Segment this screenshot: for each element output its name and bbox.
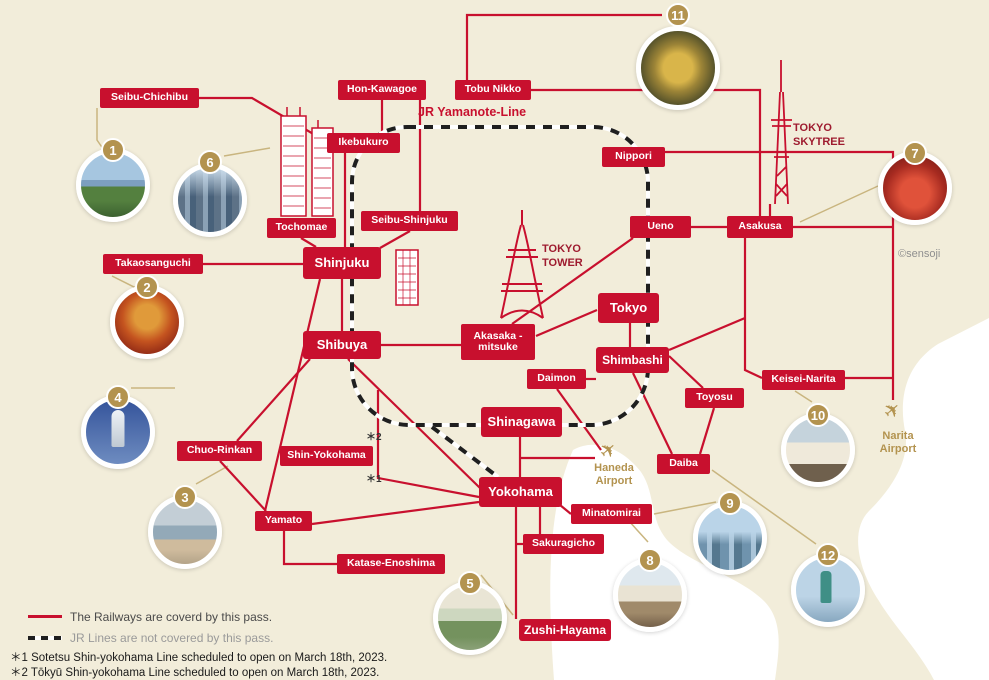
legend-row-covered: The Railways are coverd by this pass. (28, 606, 273, 627)
station-chuo-rinkan: Chuo-Rinkan (177, 441, 262, 461)
tokyo-tower-label: TOKYO TOWER (542, 243, 583, 269)
station-ueno: Ueno (630, 216, 691, 238)
station-zushi-hayama: Zushi-Hayama (519, 619, 611, 641)
station-shimbashi: Shimbashi (596, 347, 669, 373)
station-nippori: Nippori (602, 147, 665, 167)
photo-badge-8: 8 (638, 548, 662, 572)
photo-badge-7: 7 (903, 141, 927, 165)
legend-covered-text: The Railways are coverd by this pass. (70, 609, 273, 624)
station-toyosu: Toyosu (685, 388, 744, 408)
station-tokyo: Tokyo (598, 293, 659, 323)
note-marker-1: ＊1 (366, 474, 382, 485)
photo-shrine-gate (636, 26, 720, 110)
station-seibu-shinjuku: Seibu-Shinjuku (361, 211, 458, 231)
tokyo-skytree-icon (771, 60, 792, 205)
jr-line-sample (28, 635, 62, 640)
station-asakusa: Asakusa (727, 216, 793, 238)
haneda-airport-label: Haneda Airport (594, 462, 634, 487)
photo-badge-4: 4 (106, 385, 130, 409)
station-shinjuku: Shinjuku (303, 247, 381, 279)
shinjuku-skyscraper-icons (280, 107, 419, 306)
station-daimon: Daimon (527, 369, 586, 389)
station-keisei-narita: Keisei-Narita (762, 370, 845, 390)
station-ikebukuro: Ikebukuro (327, 133, 400, 153)
covered-line-sample (28, 615, 62, 618)
photo-badge-12: 12 (816, 543, 840, 567)
covered-railway-lines (199, 13, 895, 619)
footnote-1: ＊1 Sotetsu Shin-yokohama Line scheduled … (10, 652, 388, 664)
tokyo-tower-icon (500, 210, 544, 319)
photo-badge-5: 5 (458, 571, 482, 595)
photo-skyscrapers (173, 163, 247, 237)
photo-badge-3: 3 (173, 485, 197, 509)
station-yokohama: Yokohama (479, 477, 562, 507)
tokyo-skytree-label: TOKYO SKYTREE (793, 122, 845, 148)
station-takaosanguchi: Takaosanguchi (103, 254, 203, 274)
photo-badge-6: 6 (198, 150, 222, 174)
station-hon-kawagoe: Hon-Kawagoe (338, 80, 426, 100)
photo-badge-2: 2 (135, 275, 159, 299)
station-tochomae: Tochomae (267, 218, 336, 238)
photo-badge-9: 9 (718, 491, 742, 515)
legend-row-jr: JR Lines are not covered by this pass. (28, 627, 273, 648)
photo-badge-11: 11 (666, 3, 690, 27)
legend: The Railways are coverd by this pass. JR… (28, 606, 273, 648)
station-seibu-chichibu: Seibu-Chichibu (100, 88, 199, 108)
station-tobu-nikko: Tobu Nikko (455, 80, 531, 100)
pacific-ocean-shape (858, 318, 989, 680)
photo-badge-1: 1 (101, 138, 125, 162)
legend-jr-text: JR Lines are not covered by this pass. (70, 630, 274, 645)
station-akasaka-mitsuke: Akasaka -mitsuke (461, 324, 535, 360)
note-marker-2: ＊2 (366, 432, 382, 443)
station-sakuragicho: Sakuragicho (523, 534, 604, 554)
station-katase-enoshima: Katase-Enoshima (337, 554, 445, 574)
footnote-2: ＊2 Tōkyū Shin-yokohama Line scheduled to… (10, 667, 380, 679)
sensoji-credit-label: ©sensoji (898, 248, 941, 260)
photo-badge-10: 10 (806, 403, 830, 427)
station-shibuya: Shibuya (303, 331, 381, 359)
station-yamato: Yamato (255, 511, 312, 531)
jr-yamanote-line-label: JR Yamanote-Line (418, 105, 527, 119)
station-daiba: Daiba (657, 454, 710, 474)
station-shinagawa: Shinagawa (481, 407, 562, 437)
station-minatomirai: Minatomirai (571, 504, 652, 524)
narita-airport-label: Narita Airport (879, 430, 917, 455)
station-shin-yokohama: Shin-Yokohama (280, 446, 373, 466)
